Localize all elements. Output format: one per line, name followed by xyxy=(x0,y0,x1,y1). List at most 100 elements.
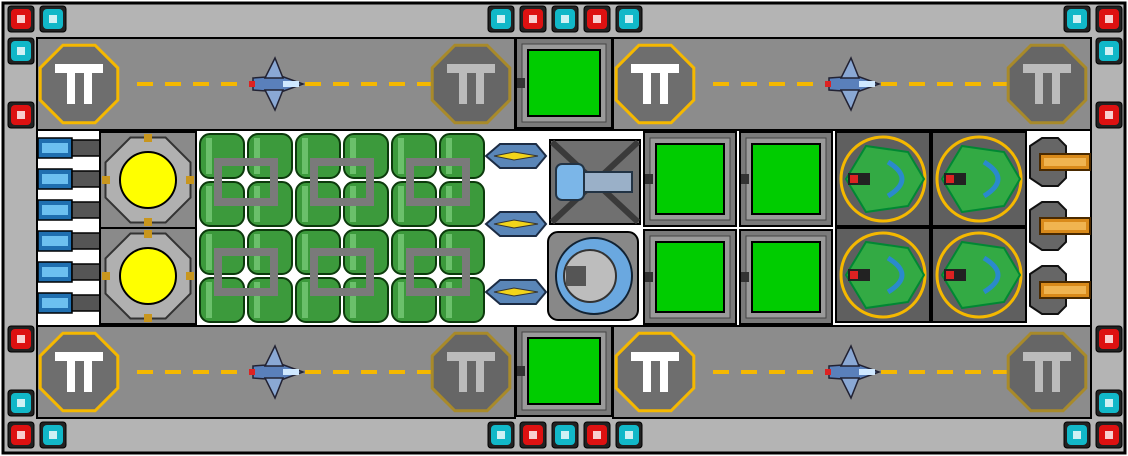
turret-icon xyxy=(835,131,931,227)
node-center xyxy=(1073,431,1081,439)
power-node-icon xyxy=(7,421,35,449)
runway-dash xyxy=(881,82,897,86)
power-node-icon xyxy=(1095,101,1123,129)
node-center xyxy=(17,111,25,119)
cannon-highlight xyxy=(1044,222,1086,230)
room-door xyxy=(517,78,525,88)
cannon-icon xyxy=(1029,265,1091,315)
tank-highlight xyxy=(398,186,404,222)
runway-dash xyxy=(713,82,729,86)
pad-mark-right xyxy=(84,360,92,392)
fuel-tank-block xyxy=(294,132,390,323)
pad-mark-right xyxy=(660,72,668,104)
turret-body xyxy=(940,144,1022,214)
thruster-mount xyxy=(71,139,101,157)
fighter-wing-top xyxy=(263,56,285,79)
fuel-tank-block xyxy=(390,132,486,323)
node-center xyxy=(593,15,601,23)
thruster-mount xyxy=(71,263,101,281)
runway-dash xyxy=(417,370,433,374)
node-center xyxy=(1105,431,1113,439)
pad-mark-right xyxy=(476,72,484,104)
cannon-highlight xyxy=(1044,158,1086,166)
thruster-glow xyxy=(42,267,68,277)
tank-highlight xyxy=(206,138,212,174)
pad-mark-top xyxy=(1023,352,1071,361)
hangar-bay xyxy=(36,37,516,131)
runway-dash xyxy=(769,370,785,374)
power-node-icon xyxy=(519,5,547,33)
missile-icon xyxy=(484,143,548,169)
power-node-icon xyxy=(519,421,547,449)
hangar-bay xyxy=(612,325,1092,419)
node-center xyxy=(1105,399,1113,407)
pad-mark-left xyxy=(1035,360,1043,392)
node-center xyxy=(17,47,25,55)
cannon-icon xyxy=(1029,201,1091,251)
tank-pipe-bottom xyxy=(310,248,374,296)
power-node-icon xyxy=(615,5,643,33)
pad-mark-top xyxy=(1023,64,1071,73)
power-node-icon xyxy=(1063,5,1091,33)
runway-dash xyxy=(305,82,321,86)
node-center xyxy=(1105,335,1113,343)
runway-dash xyxy=(389,82,405,86)
missile-warhead xyxy=(493,219,539,229)
reactor-bolt xyxy=(186,176,194,184)
tank-highlight xyxy=(446,138,452,174)
room-floor xyxy=(527,337,601,405)
turret-light xyxy=(850,271,858,279)
core-emitter xyxy=(555,163,585,201)
pad-mark-left xyxy=(459,360,467,392)
landing-pad-icon xyxy=(430,331,512,413)
runway-dash xyxy=(165,370,181,374)
runway-dash xyxy=(937,82,953,86)
tank-pipe-top xyxy=(214,158,278,206)
fighter-thruster xyxy=(825,369,831,375)
pad-mark-left xyxy=(459,72,467,104)
pad-mark-right xyxy=(84,72,92,104)
power-node-icon xyxy=(1095,421,1123,449)
thruster-glow xyxy=(42,174,68,184)
runway-dash xyxy=(361,370,377,374)
engine-thruster xyxy=(37,137,101,159)
node-center xyxy=(17,431,25,439)
tank-pipe-bottom xyxy=(406,248,470,296)
hangar-bay xyxy=(612,37,1092,131)
thruster-glow xyxy=(42,236,68,246)
turret-light xyxy=(946,175,954,183)
fighter-wing-top xyxy=(839,56,861,79)
fighter-wing-top xyxy=(839,344,861,367)
runway-dash xyxy=(361,82,377,86)
fighter-cockpit xyxy=(283,81,299,87)
runway-dash xyxy=(193,82,209,86)
landing-pad-icon xyxy=(38,331,120,413)
room-floor xyxy=(655,241,725,313)
reactor-bolt xyxy=(144,230,152,238)
weapon-core xyxy=(549,139,641,225)
turret-shield xyxy=(982,255,1001,295)
landing-pad-icon xyxy=(1006,43,1088,125)
room-door xyxy=(741,272,749,282)
room-floor xyxy=(655,143,725,215)
turret-shield xyxy=(886,159,905,199)
runway-dash xyxy=(193,370,209,374)
landing-pad-icon xyxy=(38,43,120,125)
turret-shield xyxy=(982,159,1001,199)
runway-dash xyxy=(741,82,757,86)
pad-mark-top xyxy=(631,64,679,73)
reactor-core xyxy=(119,151,177,209)
fighter-ship-icon xyxy=(249,344,306,400)
missile-warhead xyxy=(493,287,539,297)
node-center xyxy=(561,15,569,23)
runway-dash xyxy=(417,82,433,86)
power-node-icon xyxy=(39,421,67,449)
fuel-tank-block xyxy=(198,132,294,323)
runway-dash xyxy=(137,370,153,374)
turret-icon xyxy=(931,131,1027,227)
runway-dash xyxy=(221,370,237,374)
runway-dash xyxy=(389,370,405,374)
turret-light xyxy=(850,175,858,183)
engine-thruster xyxy=(37,168,101,190)
pad-mark-top xyxy=(447,352,495,361)
